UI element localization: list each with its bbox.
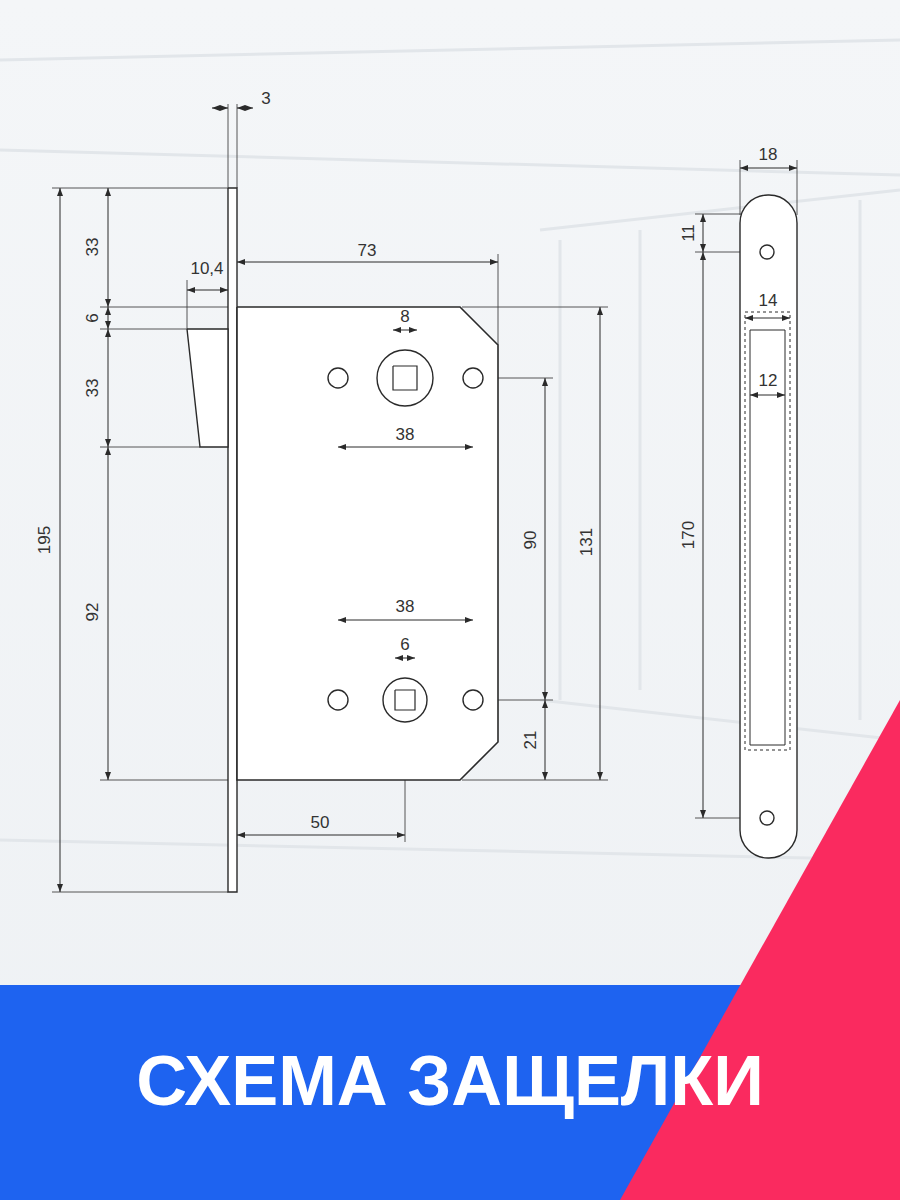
dimension-value: 90	[522, 531, 539, 550]
strike-screw	[760, 811, 774, 825]
extension-line	[187, 280, 188, 329]
screw-hole	[328, 368, 348, 388]
square-8	[393, 366, 417, 390]
extension-line	[462, 307, 608, 308]
banner-title: СХЕМА ЗАЩЕЛКИ	[0, 1046, 900, 1116]
extension-line	[100, 780, 237, 781]
extension-line	[462, 780, 608, 781]
dimension-value: 73	[358, 242, 377, 259]
dimension-value: 6	[84, 313, 101, 322]
dimension-value: 92	[84, 603, 101, 622]
dimension-line	[750, 395, 785, 396]
dimension-line	[108, 329, 109, 447]
screw-hole	[328, 690, 348, 710]
dimension-value: 33	[84, 379, 101, 398]
extension-line	[498, 254, 499, 345]
dimension-line	[740, 168, 797, 169]
turn-hole	[383, 678, 427, 722]
dimension-value: 14	[759, 292, 778, 309]
strike-opening	[745, 312, 790, 750]
extension-line	[100, 329, 187, 330]
dimension-value: 21	[522, 731, 539, 750]
dimension-line	[703, 252, 704, 818]
dimension-line	[545, 378, 546, 700]
dimension-line	[187, 290, 228, 291]
dimension-value: 10,4	[190, 260, 223, 277]
dimension-value: 50	[311, 814, 330, 831]
dimension-value: 170	[680, 521, 697, 549]
screw-hole	[463, 368, 483, 388]
strike-plate	[740, 195, 797, 858]
dimension-line	[237, 262, 498, 263]
dimension-line	[338, 620, 473, 621]
dimension-line	[60, 188, 61, 892]
dimension-value: 8	[400, 308, 409, 325]
dimension-value: 18	[759, 146, 778, 163]
latch-bolt	[187, 329, 228, 447]
dimension-line	[237, 835, 405, 836]
latch-figure	[52, 104, 797, 892]
dimension-line	[600, 307, 601, 780]
dimension-line	[237, 108, 253, 109]
dimension-line	[393, 330, 417, 331]
extension-line	[237, 104, 238, 188]
dimension-line	[212, 108, 228, 109]
dimension-value: 11	[680, 224, 697, 242]
room-lines	[0, 40, 900, 860]
dimension-value: 33	[84, 238, 101, 257]
dimension-line	[108, 188, 109, 307]
strike-screw	[760, 245, 774, 259]
lock-body	[237, 307, 498, 780]
follower-hole	[377, 350, 433, 406]
dimension-value: 6	[400, 636, 409, 653]
dimension-value: 38	[396, 598, 415, 615]
dimension-value: 195	[36, 526, 53, 554]
square-6	[395, 690, 415, 710]
dimension-line	[338, 447, 473, 448]
extension-line	[52, 892, 228, 893]
dimension-line	[108, 447, 109, 780]
dimension-line	[545, 700, 546, 780]
dimension-line	[108, 307, 109, 329]
faceplate	[228, 188, 237, 892]
dimension-line	[745, 318, 790, 319]
dimension-value: 131	[578, 528, 595, 556]
extension-line	[100, 307, 237, 308]
strike-inner	[750, 330, 785, 745]
extension-line	[52, 188, 228, 189]
extension-line	[100, 447, 200, 448]
screw-hole	[463, 690, 483, 710]
dimension-value: 3	[261, 90, 270, 107]
dimension-value: 12	[759, 372, 778, 389]
dimension-line	[395, 658, 415, 659]
dimension-line	[703, 214, 704, 252]
dimension-value: 38	[396, 426, 415, 443]
extension-line	[228, 104, 229, 188]
